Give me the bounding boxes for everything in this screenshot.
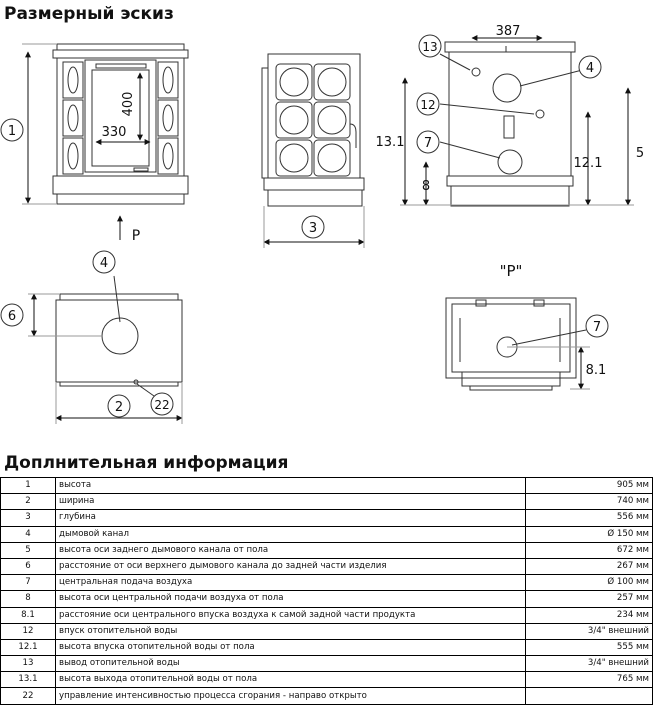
row-number: 6 <box>0 557 56 576</box>
row-description: высота <box>55 476 526 495</box>
row-value: 234 мм <box>525 606 653 624</box>
callout-22 <box>150 392 174 416</box>
callout-2 <box>107 394 131 418</box>
callout-1 <box>0 118 24 142</box>
row-value: 555 мм <box>525 638 653 657</box>
row-description: высота выхода отопительной воды от пола <box>55 671 526 689</box>
label-387: 387 <box>496 24 521 39</box>
row-description: расстояние оси центрального впуска возду… <box>55 606 526 624</box>
row-number: 12.1 <box>0 638 56 657</box>
row-number: 7 <box>0 574 56 592</box>
label-4-top: 4 <box>100 256 108 271</box>
row-value: 672 мм <box>525 541 653 559</box>
label-330: 330 <box>102 125 127 140</box>
view-p <box>445 297 577 391</box>
label-400: 400 <box>121 92 136 117</box>
row-number: 5 <box>0 541 56 559</box>
row-number: 8.1 <box>0 606 56 624</box>
row-value: Ø 100 мм <box>525 574 653 592</box>
callout-4-top <box>92 250 116 274</box>
row-number: 22 <box>0 687 56 705</box>
top-view <box>55 293 183 387</box>
callout-7-back <box>416 130 440 154</box>
row-value: 556 мм <box>525 509 653 527</box>
row-number: 8 <box>0 590 56 608</box>
row-value: 905 мм <box>525 476 653 495</box>
label-7-p: 7 <box>593 320 601 335</box>
row-value: 765 мм <box>525 671 653 689</box>
label-12: 12 <box>420 98 435 112</box>
row-value: 257 мм <box>525 590 653 608</box>
row-description: высота оси заднего дымового канала от по… <box>55 541 526 559</box>
view-p-title: "P" <box>500 262 523 280</box>
row-value: 3/4" внешний <box>525 655 653 673</box>
callout-4-back <box>578 55 602 79</box>
page-title: Размерный эскиз <box>4 4 174 24</box>
label-22: 22 <box>154 398 169 412</box>
label-13-1: 13.1 <box>376 135 405 150</box>
label-6: 6 <box>8 309 16 324</box>
row-description: дымовой канал <box>55 525 526 543</box>
label-7-back: 7 <box>424 136 432 151</box>
row-number: 1 <box>0 476 56 495</box>
row-number: 4 <box>0 525 56 543</box>
callout-13 <box>418 34 442 58</box>
label-3: 3 <box>309 221 317 236</box>
row-description: вывод отопительной воды <box>55 655 526 673</box>
label-1: 1 <box>8 124 16 139</box>
row-description: впуск отопительной воды <box>55 622 526 640</box>
dimension-sketch: 1 330 400 P 3 387 13 4 12 13.1 7 12.1 5 … <box>0 24 644 424</box>
callout-7-p <box>585 314 609 338</box>
label-5: 5 <box>636 146 644 161</box>
label-2: 2 <box>115 400 123 415</box>
row-description: расстояние от оси верхнего дымового кана… <box>55 557 526 576</box>
front-view <box>52 43 189 205</box>
row-value <box>525 687 653 705</box>
label-13: 13 <box>422 40 437 54</box>
label-12-1: 12.1 <box>574 156 603 171</box>
back-view <box>444 41 576 207</box>
row-value: 740 мм <box>525 493 653 511</box>
label-4-back: 4 <box>586 61 594 76</box>
row-number: 2 <box>0 493 56 511</box>
row-number: 3 <box>0 509 56 527</box>
row-value: 3/4" внешний <box>525 622 653 640</box>
label-8-1: 8.1 <box>586 363 607 378</box>
side-view <box>261 53 365 207</box>
row-value: Ø 150 мм <box>525 525 653 543</box>
marker-p: P <box>132 228 140 244</box>
row-description: управление интенсивностью процесса сгора… <box>55 687 526 705</box>
row-number: 12 <box>0 622 56 640</box>
row-description: высота впуска отопительной воды от пола <box>55 638 526 657</box>
row-number: 13.1 <box>0 671 56 689</box>
row-description: глубина <box>55 509 526 527</box>
callout-3 <box>301 215 325 239</box>
section-title: Доплнительная информация <box>4 453 289 473</box>
row-description: ширина <box>55 493 526 511</box>
row-description: высота оси центральной подачи воздуха от… <box>55 590 526 608</box>
row-description: центральная подача воздуха <box>55 574 526 592</box>
callout-6 <box>0 303 24 327</box>
row-value: 267 мм <box>525 557 653 576</box>
callout-12 <box>416 92 440 116</box>
label-8: 8 <box>422 179 430 194</box>
row-number: 13 <box>0 655 56 673</box>
